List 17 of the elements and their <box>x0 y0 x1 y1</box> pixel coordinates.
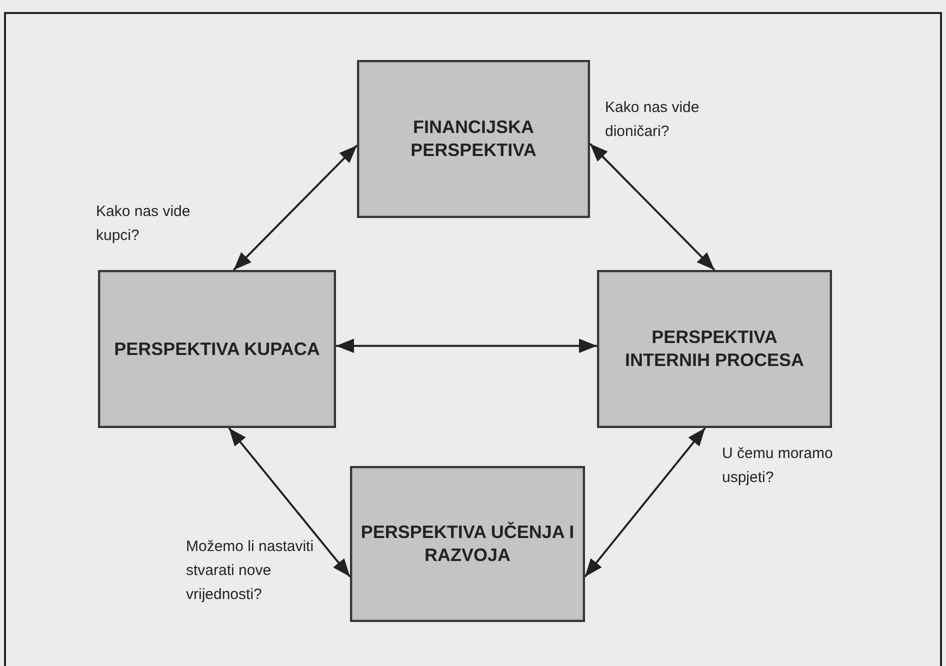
perspective-box <box>98 270 336 428</box>
perspective-box <box>597 270 832 428</box>
box-title: PERSPEKTIVA KUPACA <box>113 338 321 360</box>
box-title: FINANCIJSKA PERSPEKTIVA <box>410 116 538 162</box>
question-text: Možemo li nastaviti stvarati nove vrijednosti? <box>186 537 315 605</box>
question-text: U čemu moramo uspjeti? <box>722 444 834 488</box>
double-arrow <box>589 143 716 271</box>
question-text: Kako nas vide dioničari? <box>605 98 700 142</box>
double-arrow <box>584 427 706 578</box>
box-title: PERSPEKTIVA UČENJA I RAZVOJA <box>360 521 576 567</box>
perspective-box <box>357 60 590 218</box>
double-arrow <box>228 427 351 578</box>
perspective-box <box>350 466 585 622</box>
double-arrow <box>232 144 358 271</box>
box-title: PERSPEKTIVA INTERNIH PROCESA <box>624 326 805 372</box>
question-text: Kako nas vide kupci? <box>96 202 192 246</box>
double-arrow <box>336 338 597 354</box>
